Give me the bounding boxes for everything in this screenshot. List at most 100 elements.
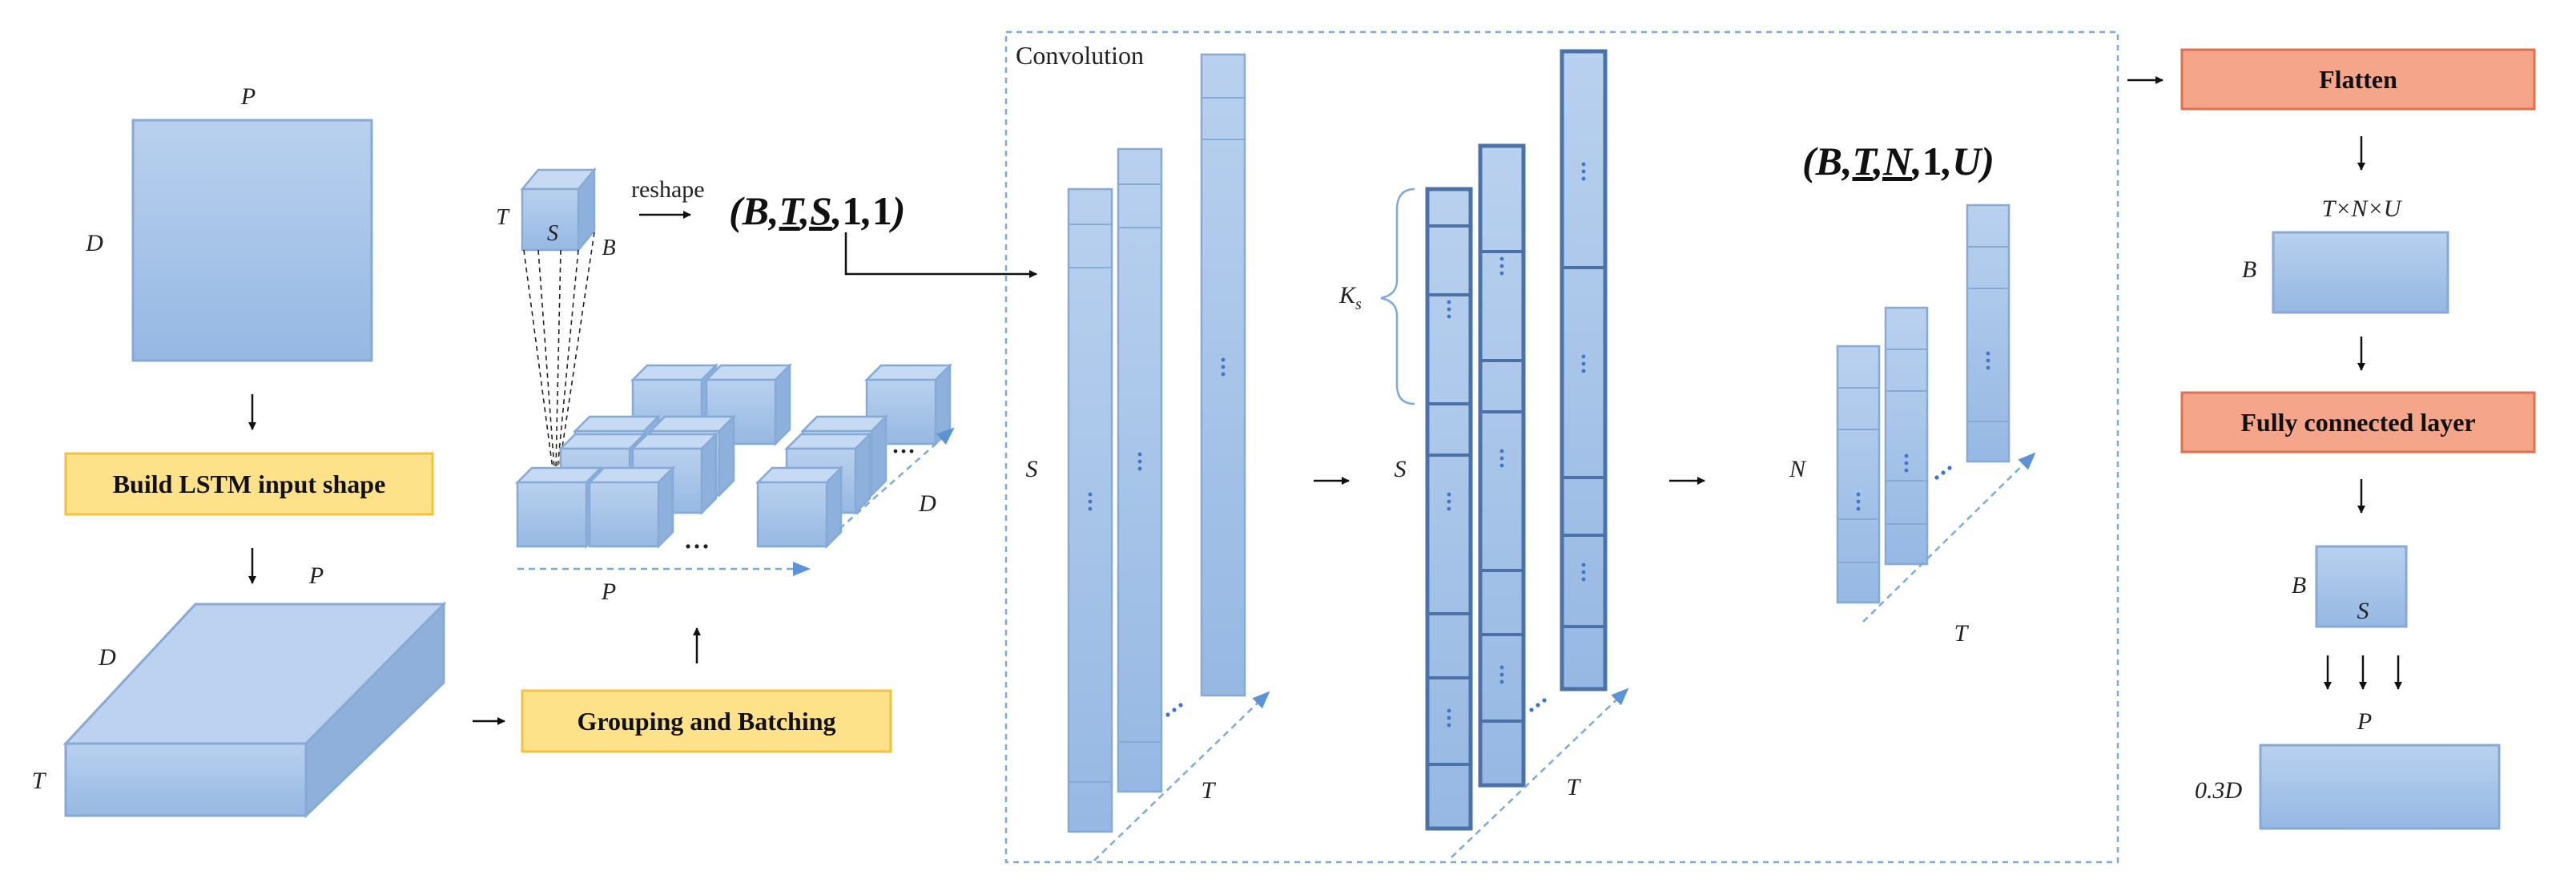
- column-dot: [1499, 449, 1504, 454]
- fc-b-label: B: [2292, 572, 2306, 599]
- column: [1200, 53, 1246, 697]
- column-dot: [1581, 577, 1586, 582]
- small-cube-s: S: [547, 221, 558, 246]
- grid-cube-front: [865, 378, 937, 445]
- column-dot: [1137, 452, 1142, 457]
- input-cube: [62, 601, 447, 819]
- column-dot: [1447, 723, 1451, 728]
- mid-s-label: S: [1395, 456, 1407, 482]
- column-dot: [1986, 365, 1990, 370]
- kernel-brace: [1380, 187, 1415, 405]
- grid-cube-front: [516, 481, 588, 548]
- fc-box: [2180, 391, 2536, 454]
- input-columns: [1067, 53, 1270, 861]
- grid-cube: [755, 465, 844, 550]
- column-dot: [1499, 665, 1504, 670]
- column-body: [1884, 306, 1929, 566]
- column-dot: [1447, 314, 1451, 319]
- column: [1117, 147, 1163, 793]
- matrix-top-label: P: [240, 83, 256, 110]
- right-n-label: N: [1789, 456, 1807, 482]
- grid-cube-side: [700, 431, 718, 516]
- column-dot: [1447, 307, 1451, 312]
- column-dot: [1447, 499, 1451, 504]
- column-dot: [1581, 162, 1586, 167]
- to-conv-arrow: [844, 232, 1037, 278]
- column-body: [1966, 204, 2010, 463]
- cube-front-label: T: [32, 768, 47, 794]
- output-columns: [1836, 204, 2036, 623]
- column: [1966, 204, 2010, 463]
- projection-lines: [523, 232, 595, 470]
- column-dot: [1499, 271, 1504, 276]
- grid-cube-side: [934, 362, 952, 447]
- grid-cube-side: [774, 362, 791, 447]
- column-dot: [1986, 351, 1990, 356]
- column-dot: [1581, 176, 1586, 181]
- column-dot: [1088, 506, 1093, 511]
- grid-p-label: P: [601, 579, 616, 605]
- cube-grid: [514, 362, 953, 550]
- column: [1560, 49, 1608, 691]
- build-box-label: Build LSTM input shape: [113, 470, 386, 498]
- column-dot: [1447, 708, 1451, 713]
- column-dot: [1088, 499, 1093, 504]
- column-dot: [1447, 300, 1451, 304]
- column-dot: [1221, 357, 1226, 362]
- right-t-axis: [1862, 452, 2036, 623]
- grid-cube: [586, 465, 676, 550]
- build-box: [64, 452, 434, 516]
- grid-cube: [863, 362, 953, 447]
- column: [1478, 143, 1526, 788]
- column-dot: [1137, 466, 1142, 471]
- column: [1425, 187, 1473, 831]
- final-p-label: P: [2357, 708, 2372, 735]
- grid-dots: ...: [684, 517, 710, 556]
- left-s-label: S: [1026, 456, 1038, 482]
- flatten-box: [2180, 48, 2536, 111]
- column: [1884, 306, 1929, 566]
- column-body: [1836, 345, 1881, 604]
- column-dot: [1499, 256, 1504, 261]
- fc-s-label: S: [2357, 598, 2369, 624]
- grid-cube-side: [657, 465, 674, 550]
- left-t-axis: [1093, 691, 1270, 861]
- small-cube-b: B: [602, 236, 615, 260]
- column-dot: [1856, 492, 1861, 497]
- column-dot: [1986, 358, 1990, 363]
- section-convolution: Convolution S T Ks S T N T (B,T,N,1,U): [1004, 30, 2119, 864]
- column-dot: [1447, 506, 1451, 511]
- column-dot: [1137, 459, 1142, 464]
- depth-dot: [1178, 703, 1183, 708]
- column-dot: [1581, 570, 1586, 574]
- column-dot: [1581, 562, 1586, 567]
- grid-cube-side: [870, 413, 888, 498]
- grid-d-label: D: [918, 490, 936, 517]
- grid-cube-side: [825, 465, 843, 550]
- grid-d-axis: [839, 427, 955, 530]
- column-dot: [1499, 463, 1504, 468]
- depth-dot: [1947, 466, 1952, 470]
- flat-b-label: B: [2242, 256, 2256, 283]
- column-dot: [1904, 468, 1909, 473]
- grid-dots-2: ...: [892, 424, 916, 460]
- flat-dim-label: T×N×U: [2322, 196, 2403, 222]
- left-t-label: T: [1201, 777, 1217, 804]
- sample-cube: [520, 167, 597, 253]
- conv-shape-label: (B,T,N,1,U): [1802, 139, 1994, 183]
- small-cube-t: T: [496, 205, 510, 230]
- right-t-label: T: [1954, 620, 1970, 647]
- depth-dot: [1934, 475, 1939, 480]
- grouping-box: [521, 689, 892, 753]
- column-dot: [1447, 492, 1451, 497]
- mid-t-label: T: [1567, 774, 1582, 800]
- column-body: [1117, 147, 1163, 793]
- column-dot: [1088, 492, 1093, 497]
- column-dot: [1856, 506, 1861, 511]
- grid-cube-side: [854, 431, 871, 516]
- grid-cube: [514, 465, 604, 550]
- reshape-label: reshape: [631, 176, 705, 203]
- column-dot: [1581, 361, 1586, 366]
- fc-output-matrix: [2315, 545, 2408, 628]
